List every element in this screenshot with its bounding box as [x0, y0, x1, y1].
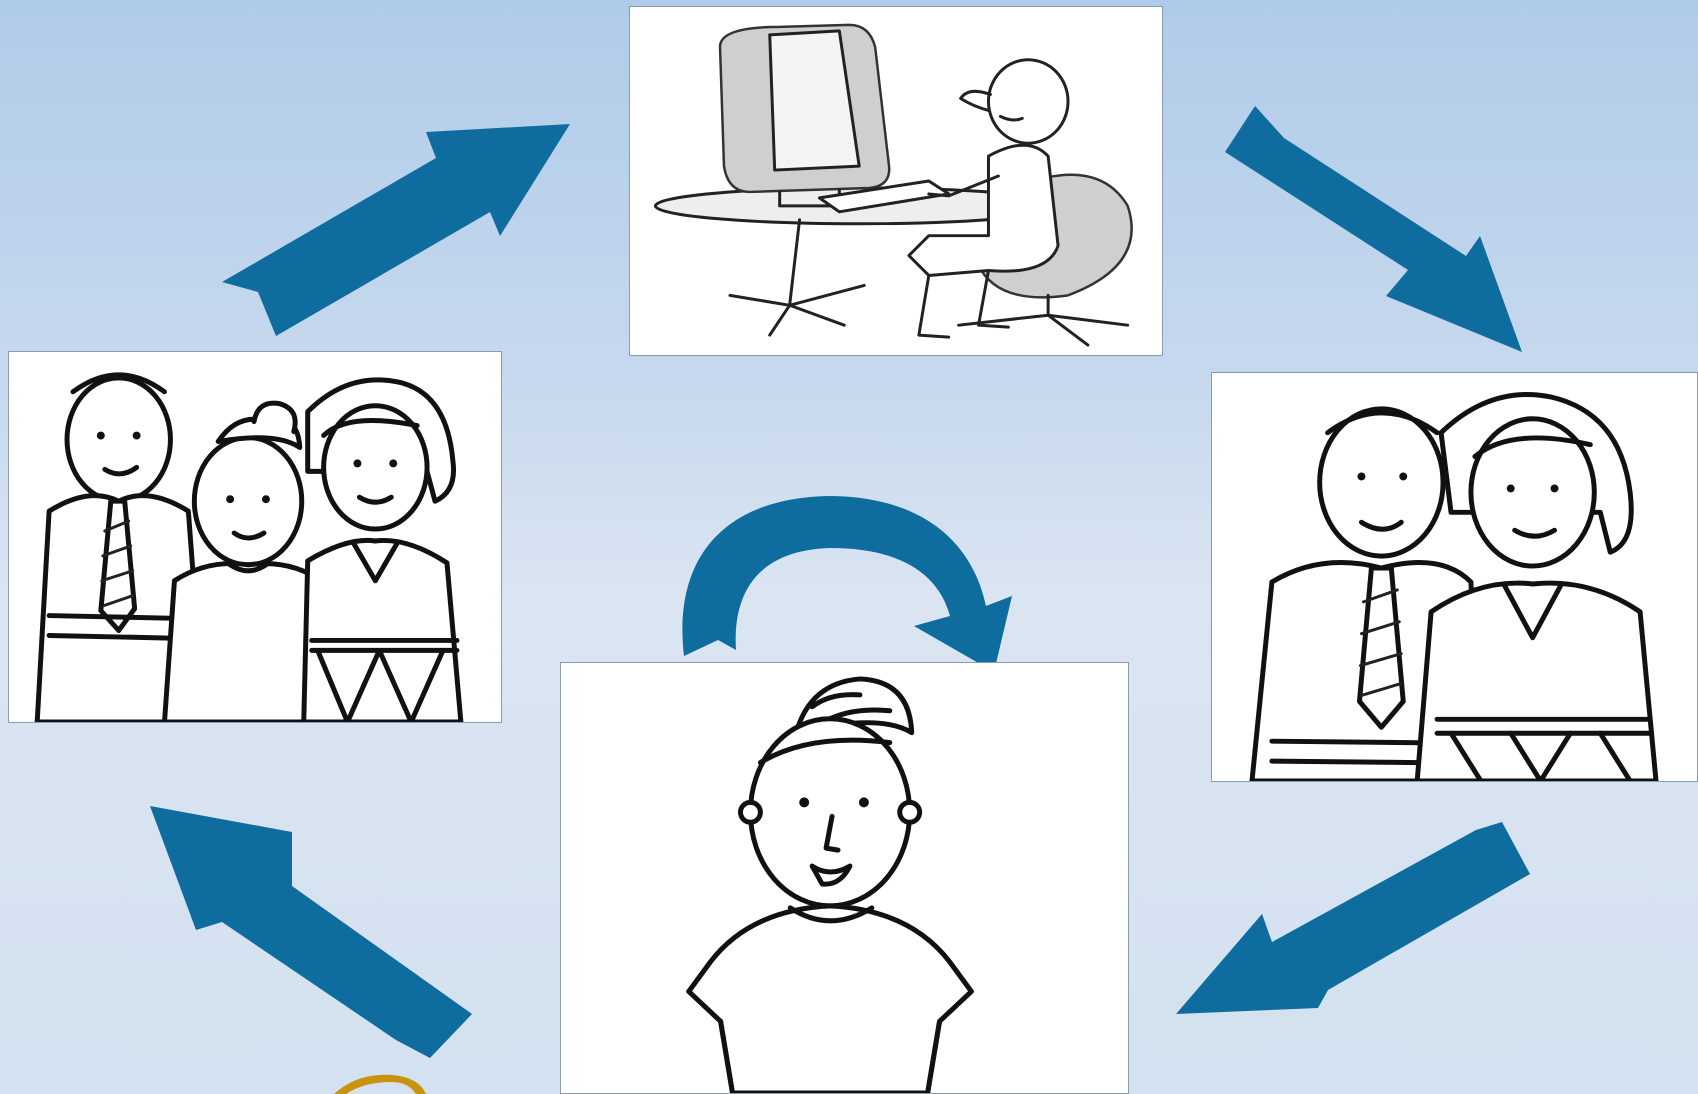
individual-panel — [560, 662, 1129, 1094]
arrow-self-loop-icon — [682, 496, 1012, 672]
logo-swoosh-icon — [330, 1070, 450, 1094]
arrow-group-to-computer-icon — [222, 124, 570, 336]
arrow-computer-to-pair-icon — [1225, 106, 1522, 352]
man-and-woman-pair-icon — [1212, 373, 1697, 781]
man-typing-at-computer-icon — [630, 7, 1162, 355]
group-panel — [8, 351, 502, 723]
pair-panel — [1211, 372, 1698, 782]
computer-worker-panel — [629, 6, 1163, 356]
arrow-pair-to-individual-icon — [1176, 822, 1530, 1014]
arrow-individual-to-group-icon — [150, 806, 472, 1058]
group-of-three-icon — [9, 352, 501, 722]
single-girl-icon — [561, 663, 1128, 1093]
